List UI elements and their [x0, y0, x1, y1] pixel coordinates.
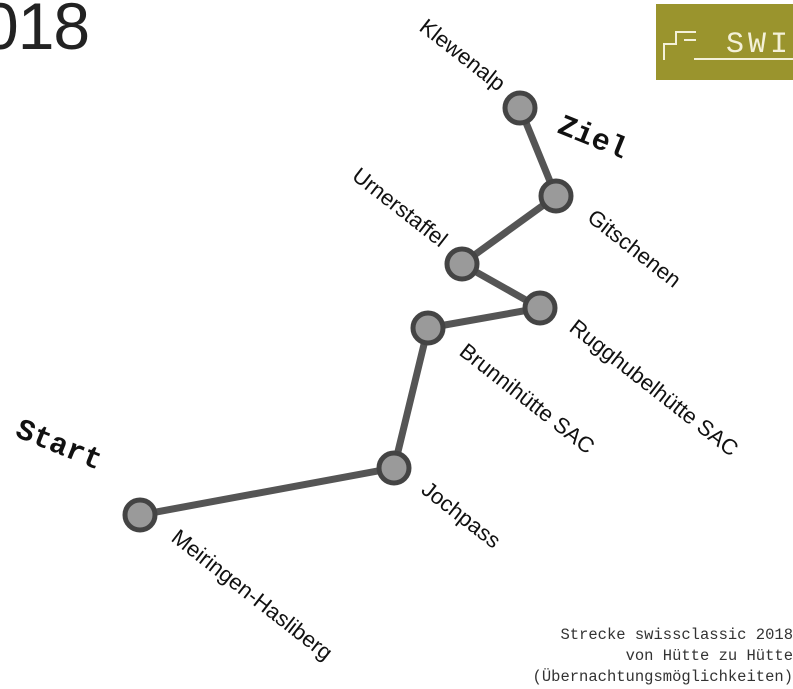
- caption-line-3: (Übernachtungsmöglichkeiten): [532, 668, 793, 686]
- caption-line-2: von Hütte zu Hütte: [625, 647, 793, 665]
- label-jochpass: Jochpass: [417, 476, 506, 553]
- route-line: [136, 104, 560, 519]
- swissclassic-logo[interactable]: SWI: [656, 4, 793, 80]
- logo-mark-icon: [663, 31, 696, 60]
- node-urnerstaffel: [444, 246, 480, 282]
- node-klewenalp: [502, 90, 538, 126]
- start-marker: Start: [10, 414, 106, 479]
- label-meiringen: Meiringen-Hasliberg: [167, 524, 338, 665]
- node-brunnihuette: [410, 310, 446, 346]
- logo-text: SWI: [726, 28, 793, 62]
- caption-line-1: Strecke swissclassic 2018: [560, 626, 793, 644]
- node-gitschenen: [538, 178, 574, 214]
- route-caption: Strecke swissclassic 2018 von Hütte zu H…: [533, 625, 793, 688]
- label-gitschenen: Gitschenen: [583, 204, 686, 292]
- node-meiringen: [122, 497, 158, 533]
- year-heading: 018: [0, 0, 90, 63]
- node-jochpass: [376, 450, 412, 486]
- finish-marker: Ziel: [552, 110, 632, 169]
- node-rugghubel: [522, 290, 558, 326]
- station-nodes: [122, 90, 574, 533]
- label-klewenalp: Klewenalp: [415, 14, 510, 96]
- logo-underline: [694, 58, 793, 60]
- label-urnerstaffel: Urnerstaffel: [348, 162, 453, 251]
- label-brunnihuette: Brunnihütte SAC: [455, 338, 600, 459]
